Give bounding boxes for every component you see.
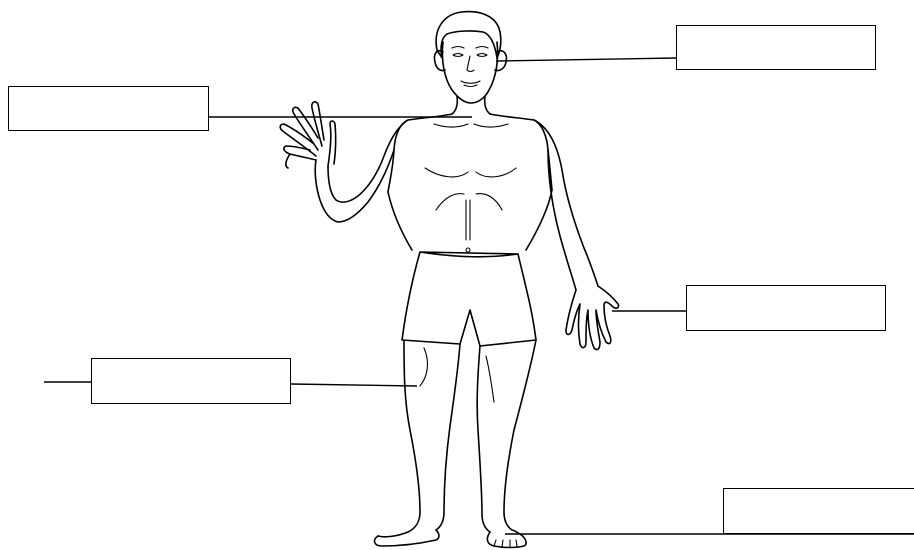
label-box-knee[interactable] (91, 358, 291, 404)
head-outline (442, 42, 497, 103)
lowered-arm (534, 120, 598, 290)
clavicles (434, 124, 508, 127)
right-knee-detail (486, 356, 494, 402)
abs (436, 194, 502, 240)
label-box-foot[interactable] (723, 488, 914, 534)
pectorals (425, 168, 516, 177)
leader-line-head (496, 58, 676, 61)
lowered-hand (566, 286, 619, 350)
neck-right (485, 96, 490, 114)
left-eye (453, 54, 463, 57)
left-eyebrow (452, 47, 464, 49)
left-leg (378, 340, 460, 537)
figure (280, 12, 618, 548)
torso-outline (388, 114, 552, 192)
neck-left (452, 96, 457, 114)
mouth (461, 81, 480, 83)
raised-hand (280, 102, 335, 168)
navel (466, 248, 470, 252)
raised-arm (315, 120, 408, 222)
hair (436, 12, 501, 58)
shorts (402, 252, 536, 346)
label-box-head[interactable] (676, 25, 876, 70)
right-foot (487, 530, 526, 548)
right-leg (477, 340, 536, 532)
leader-line-knee-right (291, 384, 417, 386)
label-box-hand[interactable] (686, 285, 886, 331)
right-eyebrow (476, 47, 488, 49)
lower-lip (464, 85, 477, 87)
right-eye (477, 54, 487, 57)
left-knee-detail (420, 348, 427, 386)
nose (467, 56, 474, 72)
label-box-neck[interactable] (8, 86, 209, 131)
